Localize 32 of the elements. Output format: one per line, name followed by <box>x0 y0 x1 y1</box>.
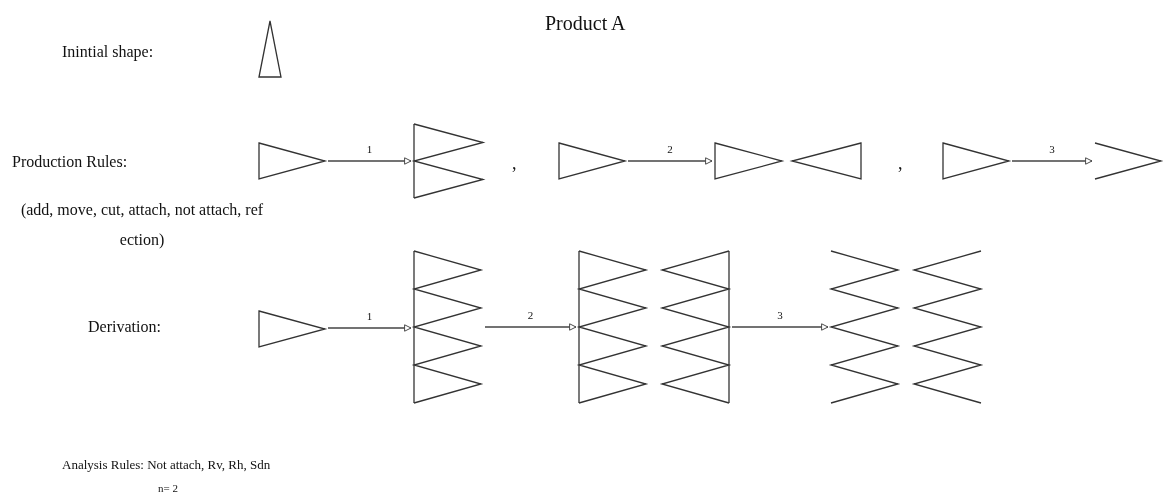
triangle-drawing <box>942 142 1010 180</box>
text-label: n= 2 <box>158 481 178 496</box>
text-label: Derivation: <box>88 317 161 337</box>
triangle-drawing <box>258 310 326 348</box>
edge-label: 2 <box>526 309 535 321</box>
title: Product A <box>545 11 626 36</box>
text-label: Inintial shape: <box>62 42 154 63</box>
text-label: Analysis Rules: Not attach, Rv, Rh, Sdn <box>62 456 271 474</box>
triangle-column-drawing <box>413 251 483 403</box>
arrow <box>327 157 412 165</box>
triangle-drawing <box>258 142 326 180</box>
text-label: (add, move, cut, attach, not attach, ref ection) <box>19 200 265 251</box>
edge-label: 3 <box>776 309 784 321</box>
text-label: Production Rules: <box>12 152 128 172</box>
arrow <box>1011 157 1093 165</box>
mirrored-triangles-drawing <box>714 142 862 180</box>
arrow <box>627 157 713 165</box>
arrow <box>327 324 412 332</box>
triangle-columns-drawing <box>578 251 730 403</box>
edge-label: 1 <box>365 310 374 322</box>
edge-label: 2 <box>666 143 674 155</box>
triangle-drawing <box>258 20 282 78</box>
edge-label: 3 <box>1048 143 1056 155</box>
triangle-drawing <box>558 142 626 180</box>
arrow <box>484 323 577 331</box>
edge-label: 1 <box>365 143 374 155</box>
comma: , <box>898 152 903 175</box>
stacked-triangles-drawing <box>413 124 485 198</box>
chevron-drawing <box>1094 142 1162 180</box>
comma: , <box>512 152 517 175</box>
arrow <box>731 323 829 331</box>
zigzag-drawing <box>830 251 982 403</box>
